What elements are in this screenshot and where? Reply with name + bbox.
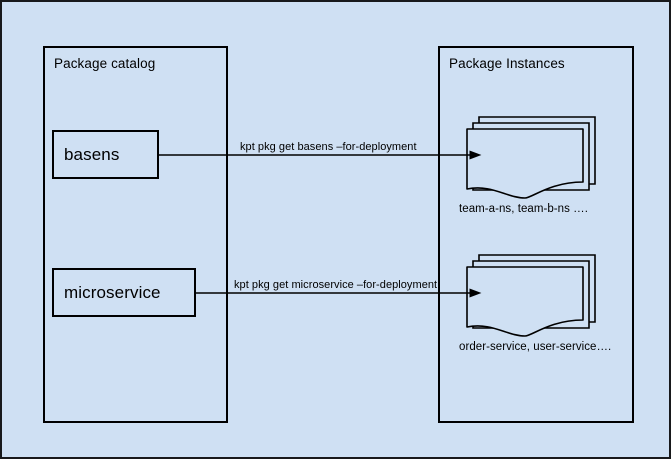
package-node-basens-label: basens bbox=[64, 144, 120, 164]
basens-deploy-arrow bbox=[159, 150, 482, 160]
microservice-deploy-arrow bbox=[196, 288, 482, 298]
document-sheet-front bbox=[466, 128, 584, 199]
arrow-head bbox=[469, 150, 482, 160]
package-instances-container bbox=[438, 46, 634, 423]
package-catalog-title: Package catalog bbox=[54, 56, 156, 71]
basens-deploy-edge-label: kpt pkg get basens –for-deployment bbox=[240, 141, 417, 153]
document-sheet-front bbox=[466, 266, 584, 337]
microservice-instances-caption: order-service, user-service…. bbox=[459, 341, 612, 353]
package-node-microservice[interactable]: microservice bbox=[52, 268, 196, 317]
package-node-microservice-label: microservice bbox=[64, 282, 161, 302]
package-instances-title: Package Instances bbox=[449, 56, 565, 71]
arrow-head bbox=[469, 288, 482, 298]
package-node-basens[interactable]: basens bbox=[52, 130, 159, 179]
package-catalog-container bbox=[43, 46, 228, 423]
microservice-instances-stack bbox=[466, 254, 596, 337]
microservice-deploy-edge-label: kpt pkg get microservice –for-deployment bbox=[234, 279, 438, 291]
basens-instances-caption: team-a-ns, team-b-ns …. bbox=[459, 203, 588, 215]
basens-instances-stack bbox=[466, 116, 596, 199]
